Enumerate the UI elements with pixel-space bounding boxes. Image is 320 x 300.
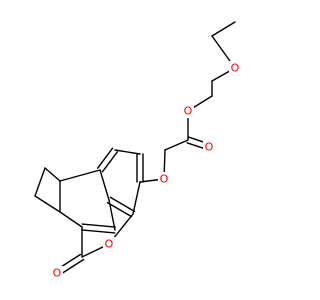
atom-o-carbonyl-ester: O — [203, 140, 215, 154]
bond — [81, 223, 116, 228]
atom-o-ester: O — [182, 104, 194, 118]
bond — [44, 167, 61, 182]
atom-o-lactone-carbonyl: O — [51, 266, 63, 280]
atom-label: O — [105, 238, 114, 251]
bond — [211, 21, 236, 37]
atom-label: O — [53, 267, 62, 280]
bond — [108, 199, 116, 231]
atom-label: O — [160, 173, 169, 186]
bond — [101, 151, 119, 173]
atom-o-ether-tail: O — [229, 61, 241, 75]
bond — [99, 169, 110, 201]
bond — [109, 196, 136, 213]
bond — [81, 229, 116, 234]
bond — [59, 169, 101, 182]
atom-o-aryl-ether: O — [158, 172, 170, 186]
bond — [59, 211, 83, 228]
atom-label: O — [205, 141, 214, 154]
bond — [164, 139, 189, 151]
bond — [114, 149, 141, 155]
atom-label-layer: O O O O O O — [51, 61, 241, 280]
atom-o-lactone-ring: O — [103, 237, 115, 251]
bond — [34, 195, 61, 213]
bond — [34, 167, 46, 197]
bond — [132, 181, 141, 215]
molecule-structure: O O O O O O — [34, 21, 241, 280]
atom-label: O — [184, 105, 193, 118]
bond — [96, 147, 114, 169]
bond — [106, 201, 133, 218]
atom-label: O — [231, 62, 240, 75]
